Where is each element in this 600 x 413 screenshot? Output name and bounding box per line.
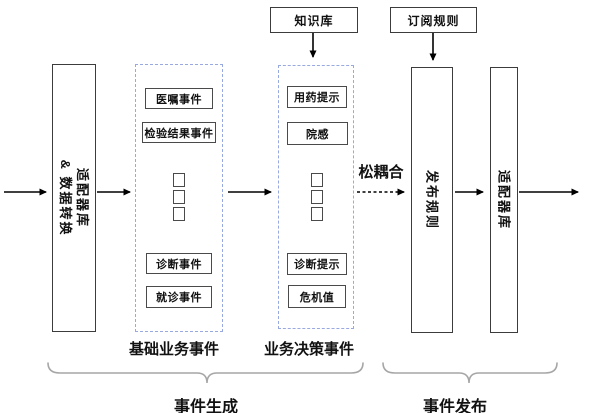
subscription-rules-label: 订阅规则: [407, 13, 460, 28]
decision-events-caption: 业务决策事件: [263, 341, 354, 358]
event-label: 诊断事件: [156, 258, 202, 271]
event-box-diagnosis-tip: 诊断提示: [287, 253, 347, 275]
event-label: 就诊事件: [156, 292, 202, 304]
left-adapter-box: 适配器库 & 数据转换: [52, 64, 96, 332]
right-adapter-box: 适配器库: [490, 67, 518, 333]
event-publish-caption: 事件发布: [422, 399, 487, 413]
decision-events-container: [278, 65, 354, 329]
loose-coupling-label: 松耦合: [358, 164, 404, 181]
event-label: 危机值: [299, 291, 335, 304]
right-adapter-label: 适配器库: [496, 169, 512, 231]
event-label: 检验结果事件: [144, 127, 214, 140]
event-generation-caption: 事件生成: [173, 399, 238, 413]
ellipsis-box: [311, 207, 323, 221]
left-adapter-label: 适配器库 & 数据转换: [57, 159, 91, 236]
publish-rules-label: 发布规则: [424, 169, 440, 231]
ellipsis-box: [311, 173, 323, 187]
ellipsis-box: [173, 207, 185, 221]
knowledge-base-label: 知识库: [294, 13, 334, 28]
event-label: 院感: [306, 128, 329, 141]
left-adapter-line1: 适配器库: [75, 167, 90, 229]
event-box-medical-order: 医嘱事件: [145, 88, 213, 109]
brace-event-generation: [47, 362, 364, 384]
left-adapter-line2: & 数据转换: [58, 159, 73, 237]
event-box-diagnosis: 诊断事件: [146, 253, 212, 274]
basic-events-ellipsis: [173, 173, 185, 221]
event-box-hospital-infection: 院感: [287, 122, 348, 145]
subscription-rules-box: 订阅规则: [390, 7, 477, 33]
event-box-critical-value: 危机值: [288, 285, 346, 308]
ellipsis-box: [311, 190, 323, 204]
basic-events-container: [135, 64, 223, 332]
knowledge-base-box: 知识库: [270, 7, 358, 33]
decision-events-ellipsis: [311, 173, 323, 221]
event-box-visit: 就诊事件: [146, 286, 212, 308]
event-label: 用药提示: [294, 92, 340, 104]
event-label: 医嘱事件: [156, 93, 202, 106]
basic-events-caption: 基础业务事件: [128, 341, 219, 358]
ellipsis-box: [173, 173, 185, 187]
brace-event-publish: [382, 362, 558, 384]
ellipsis-box: [173, 190, 185, 204]
publish-rules-box: 发布规则: [411, 67, 453, 333]
event-box-medication-tip: 用药提示: [287, 86, 347, 108]
event-box-test-result: 检验结果事件: [142, 122, 216, 143]
event-label: 诊断提示: [294, 259, 340, 271]
